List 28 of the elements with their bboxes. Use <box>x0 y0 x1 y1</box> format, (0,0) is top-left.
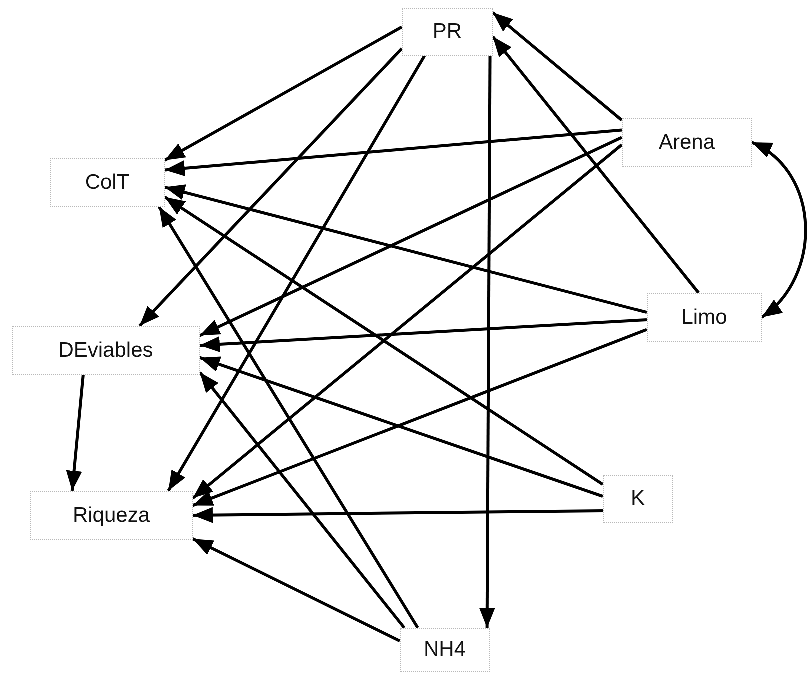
variable-box: Arena <box>622 118 752 167</box>
arrow <box>492 36 700 294</box>
arrow <box>200 356 604 498</box>
arrow <box>492 12 623 122</box>
arrow <box>164 184 648 314</box>
arrow <box>200 318 648 352</box>
arrow <box>198 372 406 629</box>
arrow <box>164 128 622 176</box>
variable-box: NH4 <box>400 628 490 672</box>
arrow <box>192 538 401 643</box>
arrow <box>479 56 496 628</box>
variable-box: DEviables <box>12 326 200 375</box>
variable-box: Limo <box>647 293 762 342</box>
variable-box: ColT <box>50 158 165 207</box>
arrow <box>192 144 623 500</box>
arrow <box>192 507 604 524</box>
arrow <box>751 141 808 319</box>
arrow <box>167 55 426 492</box>
arrow <box>158 206 420 629</box>
variable-box: K <box>603 475 673 523</box>
variable-box: Riqueza <box>30 491 193 540</box>
arrow <box>192 328 648 508</box>
arrow <box>66 374 85 492</box>
arrow <box>164 26 403 162</box>
variable-box: PR <box>402 8 493 56</box>
arrow <box>164 196 604 486</box>
arrow <box>199 136 623 338</box>
arrow <box>138 48 404 328</box>
